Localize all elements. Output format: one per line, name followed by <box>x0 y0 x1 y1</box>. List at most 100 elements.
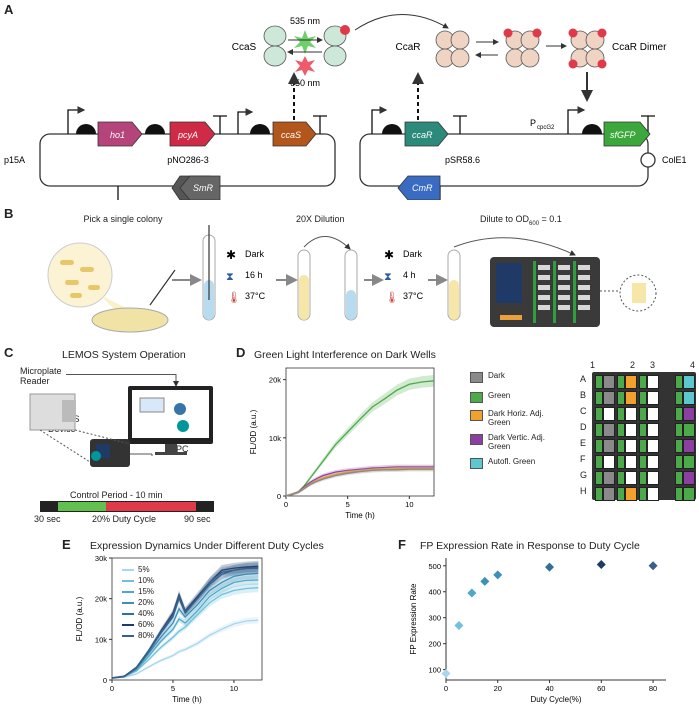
plate-well <box>595 439 603 453</box>
series-band-0 <box>112 617 259 679</box>
svg-text:37°C: 37°C <box>403 291 424 301</box>
plate-well <box>647 471 659 485</box>
plate-well <box>683 455 695 469</box>
scatter-point-4 <box>493 570 503 580</box>
plate-well <box>617 487 625 501</box>
scatter-point-7 <box>648 561 658 571</box>
plate-row-label: C <box>580 406 587 416</box>
series-band-5 <box>112 560 259 679</box>
plate-well <box>647 487 659 501</box>
plate-well <box>675 391 683 405</box>
plate-well <box>639 375 647 389</box>
wavelength-red-label: 650 nm <box>290 78 320 88</box>
plate-well <box>639 391 647 405</box>
gene-pcyA <box>169 121 216 147</box>
series-line-3 <box>285 468 434 497</box>
svg-text:37°C: 37°C <box>245 291 266 301</box>
series-line-0 <box>111 619 259 679</box>
panel-e-title: Expression Dynamics Under Different Duty… <box>90 540 324 552</box>
ccas-label: CcaS <box>232 42 257 53</box>
y-tick-label: 300 <box>428 614 441 623</box>
plate-well <box>639 439 647 453</box>
svg-text:Dark: Dark <box>245 249 265 259</box>
svg-text:ho1: ho1 <box>110 130 125 140</box>
svg-text:SmR: SmR <box>193 183 214 193</box>
duty-cycle-bar <box>40 501 214 512</box>
legend-line-80 <box>122 634 134 637</box>
chart-d-legend: Dark Green Dark Horiz. Adj. Green Dark V… <box>470 371 560 475</box>
plate-row-label: A <box>580 374 587 384</box>
ccar-label: CcaR <box>395 42 420 53</box>
plate-well <box>625 407 637 421</box>
svg-text:⧗: ⧗ <box>226 271 234 283</box>
svg-text:ccaR: ccaR <box>412 130 433 140</box>
scatter-point-0 <box>441 669 451 679</box>
legend-line-10 <box>122 579 134 582</box>
plate-well <box>617 439 625 453</box>
seg3-label: 90 sec <box>184 514 211 524</box>
scatter-point-1 <box>454 620 464 630</box>
plate-well <box>617 391 625 405</box>
x-tick-label: 5 <box>346 500 350 509</box>
svg-text:⧗: ⧗ <box>384 271 392 283</box>
gene-cmR <box>397 175 441 200</box>
plate-well <box>625 471 637 485</box>
svg-text:ccaS: ccaS <box>281 130 301 140</box>
svg-text:16 h: 16 h <box>245 270 263 280</box>
series-band-0 <box>286 375 434 496</box>
x-axis-label: Duty Cycle(%) <box>530 695 581 704</box>
legend-item-horiz: Dark Horiz. Adj. Green <box>470 409 560 427</box>
plot-frame <box>111 557 263 681</box>
ccar-dimer-label: CcaR Dimer <box>612 42 667 53</box>
plate-well <box>683 439 695 453</box>
plate-well <box>639 487 647 501</box>
plate-row-label: F <box>580 454 586 464</box>
x-axis-label: Time (h) <box>345 511 375 520</box>
ccas-dimer-left <box>263 25 287 67</box>
panel-c-title: LEMOS System Operation <box>62 349 186 361</box>
y-axis-label: FL/OD (a.u.) <box>75 596 84 641</box>
ccar-dimer <box>568 28 607 69</box>
panel-label-f: F <box>398 537 406 552</box>
green-light-icon <box>294 30 316 54</box>
chart-e-legend: 5% 10% 15% 20% 40% 60% 80% <box>122 565 154 642</box>
plate-col-label: 2 <box>630 360 636 370</box>
panel-label-b: B <box>4 206 14 221</box>
panel-label-c: C <box>4 345 14 360</box>
legend-item-vertic: Dark Vertic. Adj. Green <box>470 433 560 451</box>
plate-well <box>595 487 603 501</box>
plate-row-label: B <box>580 390 587 400</box>
microplate-label: Microplate Reader <box>20 366 62 386</box>
plate-well <box>603 391 615 405</box>
plate-row-label: E <box>580 438 587 448</box>
panel-b-workflow: ✱ ⧗ 🌡 Dark 16 h 37°C ✱ ⧗ 🌡 Dark 4 h 37°C <box>47 225 657 333</box>
plate-well <box>639 423 647 437</box>
step1-label: Pick a single colony <box>83 214 163 224</box>
seg1-label: 30 sec <box>34 514 61 524</box>
x-tick-label: 0 <box>284 500 288 509</box>
wavelength-green-label: 535 nm <box>290 16 320 26</box>
svg-text:🌡: 🌡 <box>227 291 241 304</box>
plate-well <box>625 487 637 501</box>
plate-well <box>675 375 683 389</box>
panel-f-title: FP Expression Rate in Response to Duty C… <box>420 540 640 552</box>
legend-item-autofl: Autofl. Green <box>470 457 560 469</box>
scatter-point-3 <box>480 576 490 586</box>
scatter-point-5 <box>545 562 555 572</box>
y-tick-label: 400 <box>428 588 441 597</box>
plate-well <box>647 391 659 405</box>
plate-well <box>617 471 625 485</box>
svg-text:✱: ✱ <box>384 248 394 262</box>
series-line-1 <box>111 587 259 679</box>
svg-text:pcyA: pcyA <box>177 130 198 140</box>
legend-item-80: 80% <box>122 631 154 640</box>
plate-well <box>647 455 659 469</box>
gene-ccaR <box>404 121 449 147</box>
series-band-2 <box>112 575 259 679</box>
y-axis-label: FL/OD (a.u.) <box>249 409 258 454</box>
ccas-dimer-right <box>323 25 350 67</box>
plate-well <box>647 423 659 437</box>
plate-well <box>595 407 603 421</box>
legend-item-10: 10% <box>122 576 154 585</box>
